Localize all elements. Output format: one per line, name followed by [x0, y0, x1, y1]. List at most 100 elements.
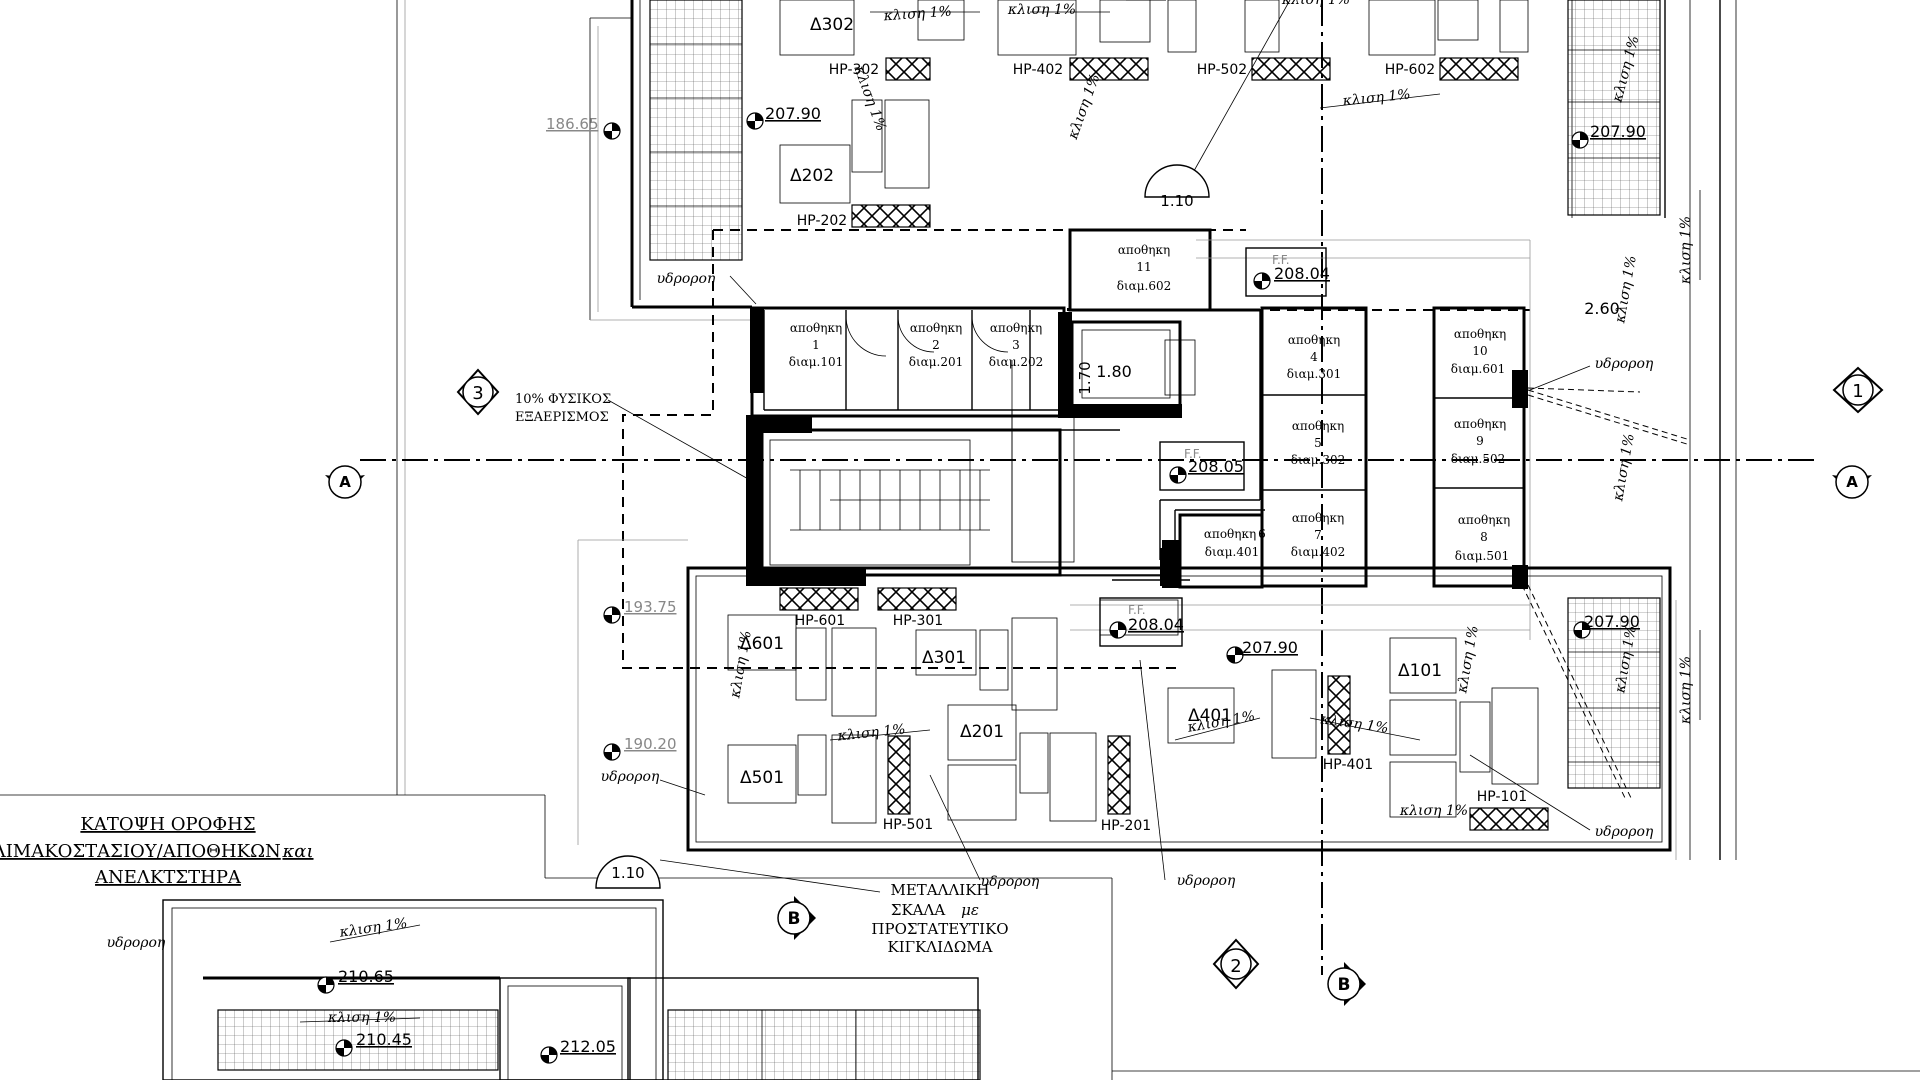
storage-3-unit: διαμ.202 — [989, 355, 1044, 369]
slope-label: κλιση 1% — [1399, 803, 1468, 819]
storage-6-num: 6 — [1258, 527, 1266, 541]
storage-2-num: 2 — [932, 338, 940, 352]
drain-label: υδροροη — [1595, 824, 1654, 840]
storage-5-word: αποθηκη — [1292, 419, 1344, 433]
elev-21065: 210.65 — [338, 967, 394, 986]
slope-label: κλιση 1% — [1612, 254, 1640, 325]
storage-9-num: 9 — [1476, 434, 1484, 448]
title-line-2-conj: και — [281, 841, 313, 862]
unit-d302: Δ302 — [810, 15, 854, 35]
elev-19375: 193.75 — [624, 598, 677, 616]
dim-170: 1.70 — [1076, 361, 1094, 394]
unit-labels: Δ101 Δ201 Δ202 Δ301 Δ302 Δ401 Δ501 Δ601 — [740, 15, 1442, 788]
elev-symbol — [603, 743, 621, 761]
elev-symbol — [1109, 621, 1127, 639]
elev-symbol — [746, 112, 764, 130]
elev-21045: 210.45 — [356, 1030, 412, 1049]
storage-9-word: αποθηκη — [1454, 417, 1506, 431]
storage-3-word: αποθηκη — [990, 321, 1042, 335]
metal-stair-note-2: ΣΚΑΛΑ — [891, 901, 945, 919]
storage-5-num: 5 — [1314, 436, 1322, 450]
ff-label-3: F.F. — [1128, 603, 1146, 617]
hp-labels: HP-101 HP-201 HP-202 HP-301 HP-302 HP-40… — [795, 62, 1527, 834]
hp-401: HP-401 — [1323, 757, 1373, 773]
elev-20790-topright: 207.90 — [1590, 122, 1646, 141]
storage-7-num: 7 — [1314, 528, 1322, 542]
drain-label: υδροροη — [657, 271, 716, 287]
storage-6-word: αποθηκη — [1204, 527, 1256, 541]
hp-101: HP-101 — [1477, 789, 1527, 805]
slope-label: κλιση 1% — [836, 722, 906, 745]
elev-symbol — [317, 976, 335, 994]
title-line-2: ΚΛΙΜΑΚΟΣΤΑΣΙΟΥ/ΑΠΟΘΗΚΩΝ — [0, 841, 281, 862]
ff-label-1: F.F. — [1272, 253, 1290, 267]
axis-marker-shapes — [325, 164, 1884, 1006]
hp-302: HP-302 — [829, 62, 879, 78]
storage-6-unit: διαμ.401 — [1205, 545, 1260, 559]
ventilation-note-1: 10% ΦΥΣΙΚΟΣ — [515, 392, 611, 407]
metal-stair-note-1: ΜΕΤΑΛΛΙΚΗ — [890, 881, 989, 899]
elev-symbol — [1226, 646, 1244, 664]
elev-symbol — [1571, 131, 1589, 149]
top-units — [779, 0, 1529, 228]
plan-title: ΚΑΤΟΨΗ ΟΡΟΦΗΣ ΚΛΙΜΑΚΟΣΤΑΣΙΟΥ/ΑΠΟΘΗΚΩΝ κα… — [0, 814, 314, 888]
elev-21205: 212.05 — [560, 1037, 616, 1056]
storage-3-num: 3 — [1012, 338, 1020, 352]
slope-label: κλιση 1% — [1341, 87, 1411, 110]
central-core — [746, 228, 1265, 586]
axis-b-left: B — [788, 909, 801, 929]
unit-d301: Δ301 — [922, 648, 966, 668]
storage-1-unit: διαμ.101 — [789, 355, 844, 369]
axis-b-bottom: B — [1338, 975, 1351, 995]
hp-402: HP-402 — [1013, 62, 1063, 78]
storage-2-unit: διαμ.201 — [909, 355, 964, 369]
leader-lines — [607, 0, 1591, 893]
ff-label-2: F.F. — [1184, 447, 1202, 461]
dim-110-top: 1.10 — [1160, 192, 1193, 210]
slope-label: κλιση 1% — [1678, 656, 1694, 725]
drain-label: υδροροη — [601, 769, 660, 785]
storage-7-word: αποθηκη — [1292, 511, 1344, 525]
metal-stair-note-conj: με — [961, 901, 979, 919]
drain-labels: υδροροη υδροροη υδροροη υδροροη υδροροη … — [107, 271, 1654, 951]
hp-501: HP-501 — [883, 817, 933, 833]
elev-symbol — [1169, 466, 1187, 484]
storage-8-unit: διαμ.501 — [1455, 549, 1510, 563]
elev-20804-bottom: 208.04 — [1128, 615, 1184, 634]
axis-2: 2 — [1230, 956, 1241, 977]
storage-10-word: αποθηκη — [1454, 327, 1506, 341]
elev-19020: 190.20 — [624, 735, 677, 753]
hp-502: HP-502 — [1197, 62, 1247, 78]
axis-lines — [360, 0, 1820, 975]
solar-panels — [217, 0, 1661, 1080]
dim-110-bottom: 1.10 — [611, 864, 644, 882]
slope-label: κλιση 1% — [850, 63, 889, 133]
slope-label: κλιση 1% — [1281, 0, 1350, 8]
axis-1: 1 — [1852, 381, 1863, 402]
axis-a-left: A — [339, 473, 351, 491]
lower-wing — [577, 539, 1677, 860]
elev-20790-center: 207.90 — [1242, 638, 1298, 657]
storage-2-word: αποθηκη — [910, 321, 962, 335]
elev-symbol — [540, 1046, 558, 1064]
elev-20790-right: 207.90 — [1584, 612, 1640, 631]
hp-602: HP-602 — [1385, 62, 1435, 78]
stair-treads — [799, 470, 981, 530]
unit-d401: Δ401 — [1188, 706, 1232, 726]
dimension-labels: 1.10 1.10 1.70 1.80 2.60 — [611, 192, 1620, 882]
storage-10-unit: διαμ.601 — [1451, 362, 1506, 376]
storage-10-num: 10 — [1472, 344, 1487, 358]
ventilation-note-2: ΕΞΑΕΡΙΣΜΟΣ — [515, 410, 609, 425]
hp-301: HP-301 — [893, 613, 943, 629]
drain-ducts — [1126, 0, 1691, 801]
unit-d501: Δ501 — [740, 768, 784, 788]
storage-11-num: 11 — [1136, 260, 1151, 274]
elev-20805: 208.05 — [1188, 457, 1244, 476]
storage-1-num: 1 — [812, 338, 820, 352]
storage-8-num: 8 — [1480, 530, 1488, 544]
slope-label: κλιση 1% — [327, 1010, 396, 1026]
elev-symbol — [335, 1039, 353, 1057]
slope-arrows — [299, 11, 1701, 1023]
drain-label: υδροροη — [107, 935, 166, 951]
lower-left-building — [162, 899, 979, 1080]
